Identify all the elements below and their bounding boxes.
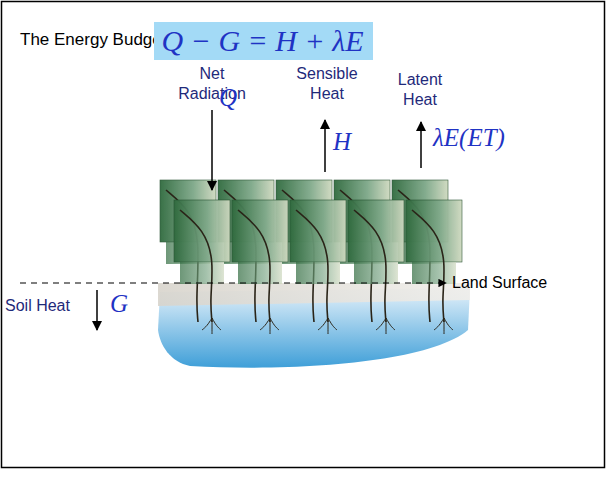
- land-surface-line: [20, 282, 446, 283]
- latent-heat-arrow: [420, 122, 422, 168]
- flux-name: Sensible Heat: [287, 64, 367, 104]
- flux-name: Soil Heat: [5, 296, 70, 316]
- tree-root: [386, 318, 395, 330]
- flux-name: Latent Heat: [388, 70, 452, 110]
- flux-symbol: H: [333, 128, 351, 156]
- net-radiation-arrow: [211, 110, 213, 190]
- tree-root: [328, 318, 329, 334]
- energy-equation: Q − G = H + λE: [162, 24, 365, 58]
- tree-root: [318, 318, 328, 330]
- tree-trunk: [238, 210, 270, 322]
- tree-root: [386, 318, 387, 334]
- tree-root: [444, 318, 445, 334]
- tree-root: [260, 318, 270, 330]
- tree-trunk: [180, 210, 212, 322]
- tree-root: [434, 318, 444, 330]
- tree-crown: [296, 262, 340, 284]
- tree-crown: [238, 262, 282, 284]
- tree-crown: [412, 262, 456, 284]
- tree-root: [328, 318, 337, 330]
- flux-symbol: λE(ET): [433, 124, 505, 152]
- diagram-title: The Energy Budget:: [20, 30, 171, 50]
- tree-trunk: [354, 210, 386, 322]
- tree-crown: [180, 262, 224, 284]
- frame-border: [2, 2, 605, 468]
- equation-band: Q − G = H + λE: [154, 22, 373, 60]
- tree-root: [212, 318, 213, 334]
- flux-symbol: G: [110, 290, 128, 318]
- tree-root: [212, 318, 221, 330]
- tree-trunk: [296, 210, 328, 322]
- flux-name: Net Radiation: [167, 64, 257, 104]
- surface-label: Land Surface: [452, 273, 547, 293]
- tree-root: [270, 318, 271, 334]
- sensible-heat-arrow: [324, 120, 326, 172]
- tree-trunk: [412, 210, 444, 322]
- tree-root: [270, 318, 279, 330]
- tree-root: [376, 318, 386, 330]
- tree-root: [444, 318, 453, 330]
- tree-canopy: [160, 180, 462, 334]
- soil-heat-arrow: [96, 290, 98, 330]
- tree-root: [202, 318, 212, 330]
- tree-crown: [354, 262, 398, 284]
- flux-symbol: Q: [219, 84, 237, 112]
